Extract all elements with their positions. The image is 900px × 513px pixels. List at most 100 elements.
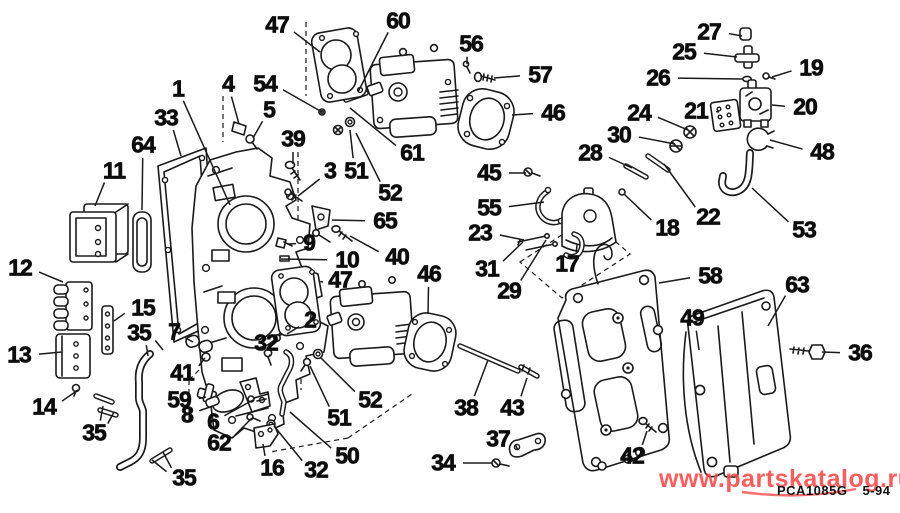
- callout-23: 23: [468, 219, 493, 246]
- part-pin-and-screws: [462, 60, 541, 177]
- callout-16: 16: [260, 454, 285, 481]
- leader-line-25: [703, 52, 738, 58]
- watermark-text: www.partskatalog.ru: [659, 465, 900, 493]
- callout-50: 50: [335, 442, 360, 469]
- leader-line-4: [230, 96, 240, 125]
- part-carburetor-top: [366, 43, 459, 138]
- callout-13: 13: [7, 341, 32, 368]
- leader-line-59: [198, 396, 207, 400]
- leader-line-49: [695, 330, 700, 351]
- leader-line-51: [309, 365, 330, 407]
- leader-line-36: [821, 351, 841, 354]
- leader-line-12: [38, 271, 64, 283]
- callout-52: 52: [378, 179, 403, 206]
- callout-62: 62: [207, 429, 232, 456]
- leader-line-47: [293, 31, 321, 53]
- callout-49: 49: [680, 304, 705, 331]
- callout-31: 31: [475, 255, 500, 282]
- leader-line-41: [198, 357, 206, 367]
- leader-line-31: [502, 241, 524, 262]
- leader-line-27: [728, 32, 743, 37]
- callout-41: 41: [170, 359, 195, 386]
- leader-line-46: [427, 286, 430, 315]
- callout-63: 63: [785, 271, 810, 298]
- leader-line-50: [289, 411, 332, 449]
- part-mount-gasket-bottom: [403, 312, 457, 372]
- part-mount-gasket-top: [457, 88, 515, 150]
- callout-58: 58: [698, 262, 723, 289]
- part-primer-pump-group: [205, 349, 295, 449]
- part-gasket-strip: [132, 211, 152, 273]
- callout-28: 28: [578, 139, 603, 166]
- callout-12: 12: [8, 254, 33, 281]
- callout-43: 43: [500, 394, 525, 421]
- leader-line-23: [499, 234, 525, 241]
- callout-53: 53: [792, 216, 817, 243]
- leader-line-14: [61, 389, 79, 402]
- part-solenoid: [561, 187, 626, 253]
- callout-1: 1: [172, 75, 185, 102]
- leader-line-10: [280, 258, 328, 261]
- callout-34: 34: [431, 449, 456, 476]
- callout-30: 30: [607, 121, 632, 148]
- callout-38: 38: [454, 394, 479, 421]
- callout-15: 15: [131, 294, 156, 321]
- leader-line-51: [349, 129, 354, 159]
- leader-line-53: [751, 187, 789, 223]
- callout-22: 22: [696, 203, 721, 230]
- callout-51: 51: [327, 404, 352, 431]
- leader-lines: [38, 31, 841, 473]
- callout-42: 42: [620, 442, 645, 469]
- callout-19: 19: [799, 54, 824, 81]
- callout-10: 10: [335, 246, 360, 273]
- callout-11: 11: [102, 157, 126, 184]
- part-carb-gasket-bottom: [270, 265, 322, 337]
- callout-14: 14: [32, 393, 57, 420]
- callout-35: 35: [172, 464, 197, 491]
- callout-47: 47: [328, 266, 353, 293]
- leader-line-64: [141, 157, 144, 211]
- leader-line-2: [286, 326, 300, 335]
- callout-40: 40: [385, 243, 410, 270]
- leader-line-29: [520, 239, 547, 281]
- leader-line-35: [99, 405, 104, 421]
- callout-21: 21: [684, 97, 709, 124]
- part-fuel-pipes: [623, 125, 697, 180]
- leader-line-28: [608, 156, 633, 169]
- callout-55: 55: [477, 194, 502, 221]
- leader-line-7: [185, 337, 194, 343]
- part-carburetor-bottom: [300, 275, 415, 372]
- leader-line-38: [473, 359, 489, 397]
- part-clamp-and-needles: [517, 186, 565, 251]
- leader-line-40: [349, 235, 380, 253]
- callout-32: 32: [254, 329, 279, 356]
- callout-56: 56: [459, 30, 484, 57]
- part-carb-gasket-top: [310, 27, 368, 103]
- leader-line-43: [520, 377, 528, 397]
- leader-line-35: [151, 459, 168, 473]
- leader-line-46: [511, 112, 534, 116]
- callout-54: 54: [253, 70, 278, 97]
- callout-26: 26: [646, 64, 671, 91]
- leader-line-6: [224, 399, 254, 417]
- part-link-rods: [457, 343, 540, 379]
- part-reed-block: [69, 203, 129, 263]
- callout-46: 46: [541, 99, 566, 126]
- leader-line-19: [771, 70, 792, 78]
- leader-line-13: [38, 351, 63, 355]
- leader-line-32: [273, 425, 303, 462]
- leader-line-35: [145, 344, 149, 357]
- callout-5: 5: [263, 96, 276, 123]
- callout-35: 35: [127, 319, 152, 346]
- callout-47: 47: [265, 11, 290, 38]
- callout-24: 24: [627, 99, 652, 126]
- callout-27: 27: [697, 18, 722, 45]
- callout-36: 36: [848, 339, 873, 366]
- drawing-code-date: 5-94: [862, 483, 891, 498]
- leader-line-20: [771, 104, 786, 107]
- callout-65: 65: [373, 207, 398, 234]
- callout-32: 32: [304, 456, 329, 483]
- leader-line-52: [355, 132, 381, 183]
- leader-line-1: [182, 100, 231, 206]
- leader-line-42: [641, 430, 648, 446]
